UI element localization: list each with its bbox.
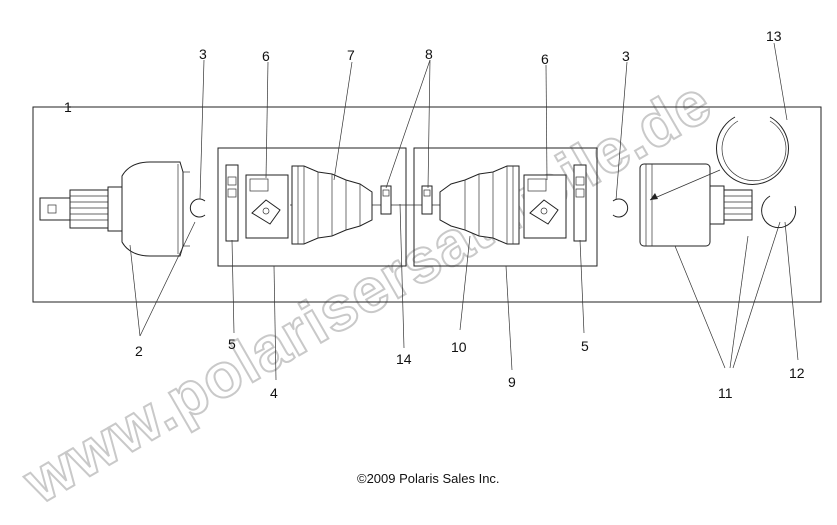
callout-7: 7	[347, 47, 355, 63]
large-retaining-ring	[716, 116, 789, 185]
watermark: www.polarisersatzteile.de	[12, 67, 724, 518]
callout-labels: 1 2 3 3 4 5 5 6 6 7 8 9 10 11 12 13 14	[64, 28, 805, 401]
small-clamp-left	[380, 185, 392, 215]
callout-11: 11	[718, 385, 733, 401]
callout-1: 1	[64, 99, 72, 115]
callout-6-right: 6	[541, 51, 549, 67]
circlip-right	[612, 198, 629, 218]
small-clamp-right	[421, 185, 433, 215]
grease-packet-left	[245, 174, 289, 239]
callout-2: 2	[135, 343, 143, 359]
clamp-right	[573, 164, 587, 242]
boot-kit-box-right	[413, 147, 598, 267]
inner-cv-joint	[639, 163, 753, 247]
circlip-left	[189, 198, 206, 218]
outer-cv-joint	[39, 161, 190, 257]
callout-10: 10	[451, 339, 467, 355]
callout-6-left: 6	[262, 48, 270, 64]
callout-9: 9	[508, 374, 516, 390]
leader-lines	[69, 42, 799, 381]
boot-kit-box-left	[217, 147, 407, 267]
callout-4: 4	[270, 385, 278, 401]
callout-13: 13	[766, 28, 782, 44]
grease-packet-right	[523, 174, 567, 239]
assembly-frame	[32, 106, 822, 303]
callout-5-left: 5	[228, 336, 236, 352]
cv-boot-left	[291, 165, 373, 245]
small-retaining-ring	[761, 195, 797, 229]
clamp-left	[225, 164, 239, 242]
callout-14: 14	[396, 351, 412, 367]
copyright-text: ©2009 Polaris Sales Inc.	[357, 471, 500, 486]
callout-8: 8	[425, 46, 433, 62]
callout-3-right: 3	[622, 48, 630, 64]
callout-3-left: 3	[199, 46, 207, 62]
callout-5-right: 5	[581, 338, 589, 354]
cv-boot-right	[439, 165, 520, 245]
callout-12: 12	[789, 365, 805, 381]
